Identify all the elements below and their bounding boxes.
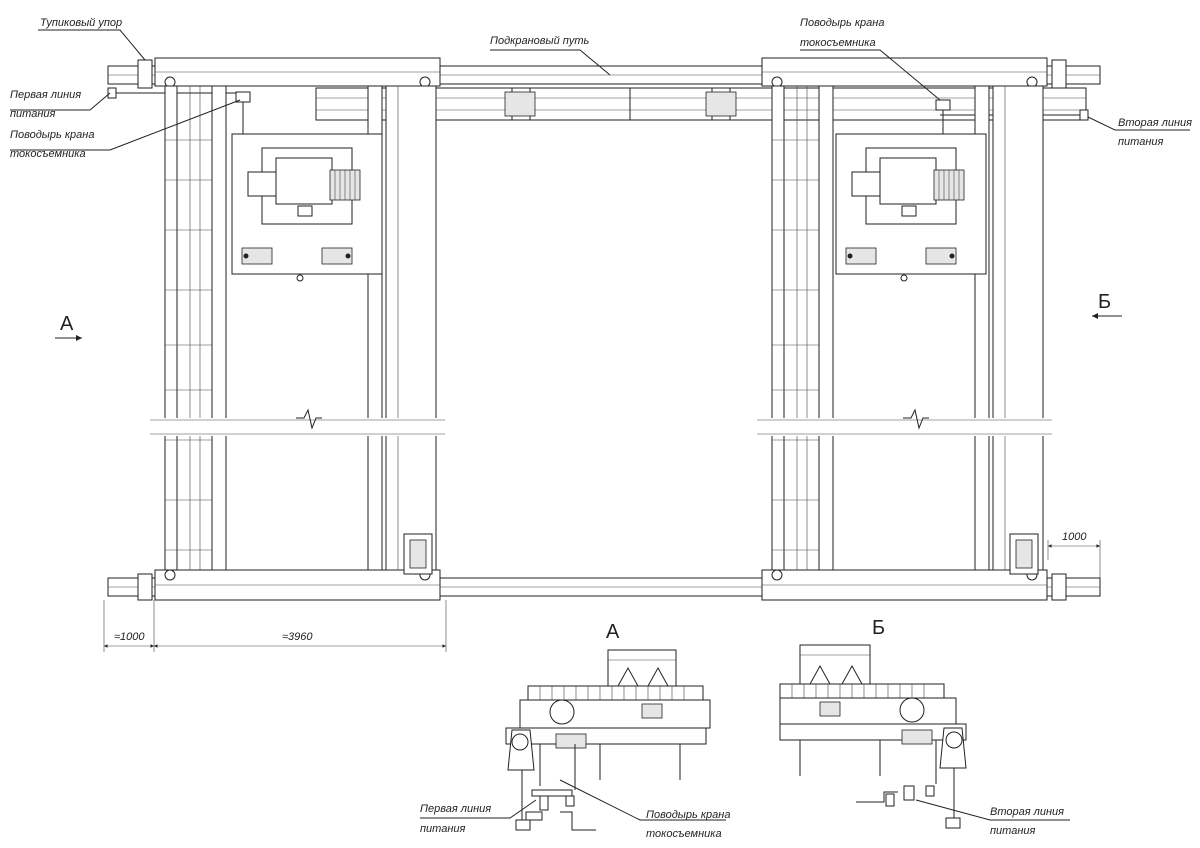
detail-b-title: Б [872, 617, 885, 639]
view-b-label: Б [1098, 291, 1111, 313]
detail-a-power-1: Первая линия [420, 803, 491, 815]
label-crane-leash-right-1: Поводырь крана [800, 17, 884, 29]
detail-view-a [505, 649, 711, 831]
dim-right-1000: 1000 [1062, 531, 1087, 543]
label-first-power-line-2: питания [10, 108, 55, 120]
label-dead-end-stop: Тупиковый упор [40, 17, 122, 29]
dim-3960: ≈3960 [282, 631, 313, 643]
leader-lines [10, 29, 1190, 151]
label-first-power-line-1: Первая линия [10, 89, 81, 101]
label-second-power-line-1: Вторая линия [1118, 117, 1192, 129]
detail-b-power-2: питания [990, 825, 1035, 837]
dim-left-1000: ≈1000 [114, 631, 145, 643]
detail-a-leash-2: токосъемника [646, 828, 722, 840]
right-crane [757, 57, 1052, 601]
label-crane-leash-right-2: токосъемника [800, 37, 876, 49]
detail-b-power-leader [915, 799, 1070, 821]
detail-a-title: А [606, 621, 620, 643]
detail-a-power-leader [420, 799, 537, 819]
detail-a-leash-leader [559, 779, 726, 821]
detail-a-power-2: питания [420, 823, 465, 835]
detail-view-b [779, 644, 967, 829]
label-crane-leash-left-2: токосъемника [10, 148, 86, 160]
label-crane-runway: Подкрановый путь [490, 35, 589, 47]
detail-a-leash-1: Поводырь крана [646, 809, 730, 821]
dead-end-stops [137, 59, 1067, 601]
detail-b-power-1: Вторая линия [990, 806, 1064, 818]
left-crane [150, 57, 445, 601]
label-crane-leash-left-1: Поводырь крана [10, 129, 94, 141]
dimensions [103, 540, 1101, 652]
view-a-label: А [60, 313, 74, 335]
label-second-power-line-2: питания [1118, 136, 1163, 148]
